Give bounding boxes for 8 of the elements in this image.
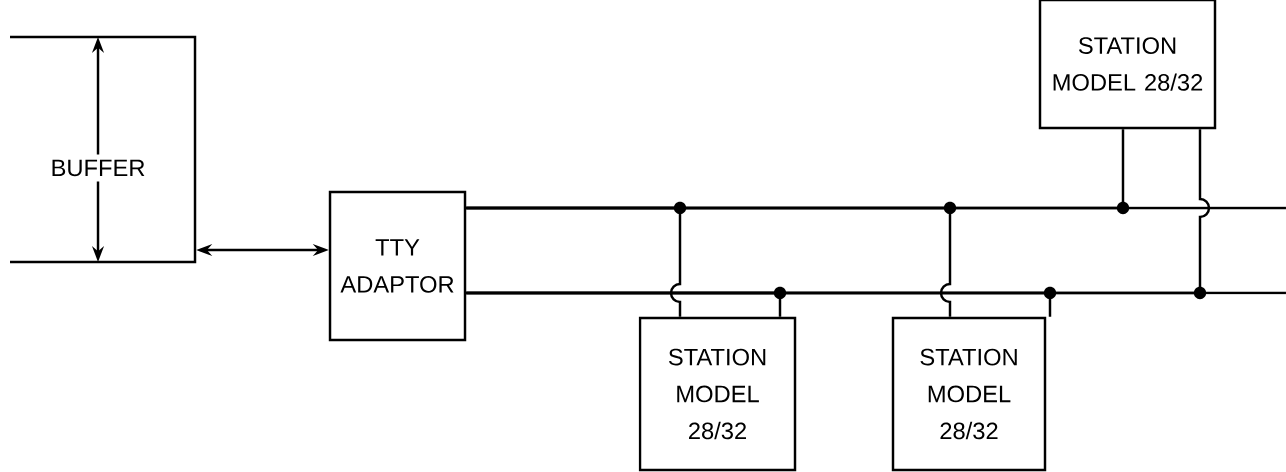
node-label: BUFFER — [52, 159, 145, 177]
station-box: STATION MODEL 28/32 — [891, 316, 1047, 472]
station-box: STATION MODEL 28/32 — [1038, 0, 1217, 130]
connector-line — [466, 206, 952, 317]
buffer-box: BUFFER — [10, 35, 197, 264]
station-box: STATION MODEL 28/32 — [638, 316, 797, 472]
adaptor-box: TTY ADAPTOR — [328, 190, 467, 342]
connector-line — [466, 291, 1052, 317]
